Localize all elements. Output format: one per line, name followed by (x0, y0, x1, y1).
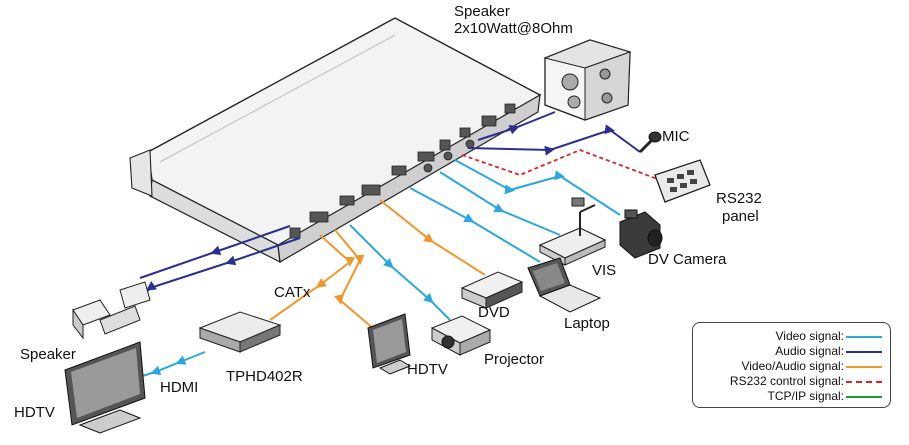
legend-row-video-audio: Video/Audio signal: (693, 359, 888, 373)
cable-audio-top-speaker (477, 111, 556, 141)
switcher-device (129, 17, 542, 264)
top-speaker-spec-label: 2x10Watt@8Ohm (454, 20, 573, 37)
legend-line-video-audio (846, 366, 882, 368)
legend-row-rs232: RS232 control signal: (693, 374, 888, 388)
dv-camera-label: DV Camera (648, 251, 727, 268)
hdtv-mid-label: HDTV (407, 361, 448, 378)
laptop-icon (527, 257, 602, 313)
hdtv-left-icon (64, 341, 146, 434)
legend-label-video-audio: Video/Audio signal: (741, 359, 844, 373)
laptop-label: Laptop (564, 315, 610, 332)
mic-label: MIC (662, 128, 690, 145)
rs232-panel-icon (654, 159, 711, 203)
left-speaker-label: Speaker (20, 346, 76, 363)
cable-av-catx (269, 234, 356, 321)
legend-line-tcpip (846, 396, 882, 398)
legend-line-rs232 (846, 381, 882, 383)
legend-label-tcpip: TCP/IP signal: (767, 389, 844, 403)
vis-label: VIS (592, 262, 617, 279)
projector-icon (430, 315, 492, 356)
legend-line-audio (846, 351, 882, 353)
tphd402r-label: TPHD402R (226, 368, 303, 385)
dv-camera-icon (619, 209, 663, 259)
cable-video-laptop (409, 187, 541, 263)
hdmi-label: HDMI (160, 379, 199, 396)
projector-label: Projector (484, 351, 545, 368)
hdtv-mid-icon (367, 313, 412, 375)
tphd402r-icon (198, 311, 282, 353)
hdtv-left-label: HDTV (14, 404, 55, 421)
catx-label: CATx (274, 284, 311, 301)
legend-row-tcpip: TCP/IP signal: (693, 389, 888, 403)
cable-video-dv-camera (454, 159, 621, 216)
rs232-label: RS232 (716, 190, 762, 207)
microphone-icon (638, 131, 662, 154)
legend: Video signal: Audio signal: Video/Audio … (692, 322, 891, 408)
cable-rs232-panel (461, 149, 661, 181)
legend-label-rs232: RS232 control signal: (729, 374, 844, 388)
legend-row-video: Video signal: (693, 329, 888, 343)
top-speaker-label: Speaker (454, 3, 510, 20)
cable-av-dvd (379, 199, 486, 276)
cable-video-projector (349, 224, 451, 321)
left-speaker-icon (72, 281, 151, 340)
legend-line-video (846, 336, 882, 338)
cable-video-vis (439, 171, 561, 236)
rs232-panel-label: panel (722, 208, 759, 225)
legend-row-audio: Audio signal: (693, 344, 888, 358)
cable-audio-mic (467, 124, 641, 156)
dvd-player-icon (460, 271, 524, 309)
dvd-label: DVD (478, 304, 510, 321)
top-speaker-icon (543, 39, 632, 121)
legend-label-audio: Audio signal: (775, 344, 844, 358)
legend-label-video: Video signal: (775, 329, 845, 343)
